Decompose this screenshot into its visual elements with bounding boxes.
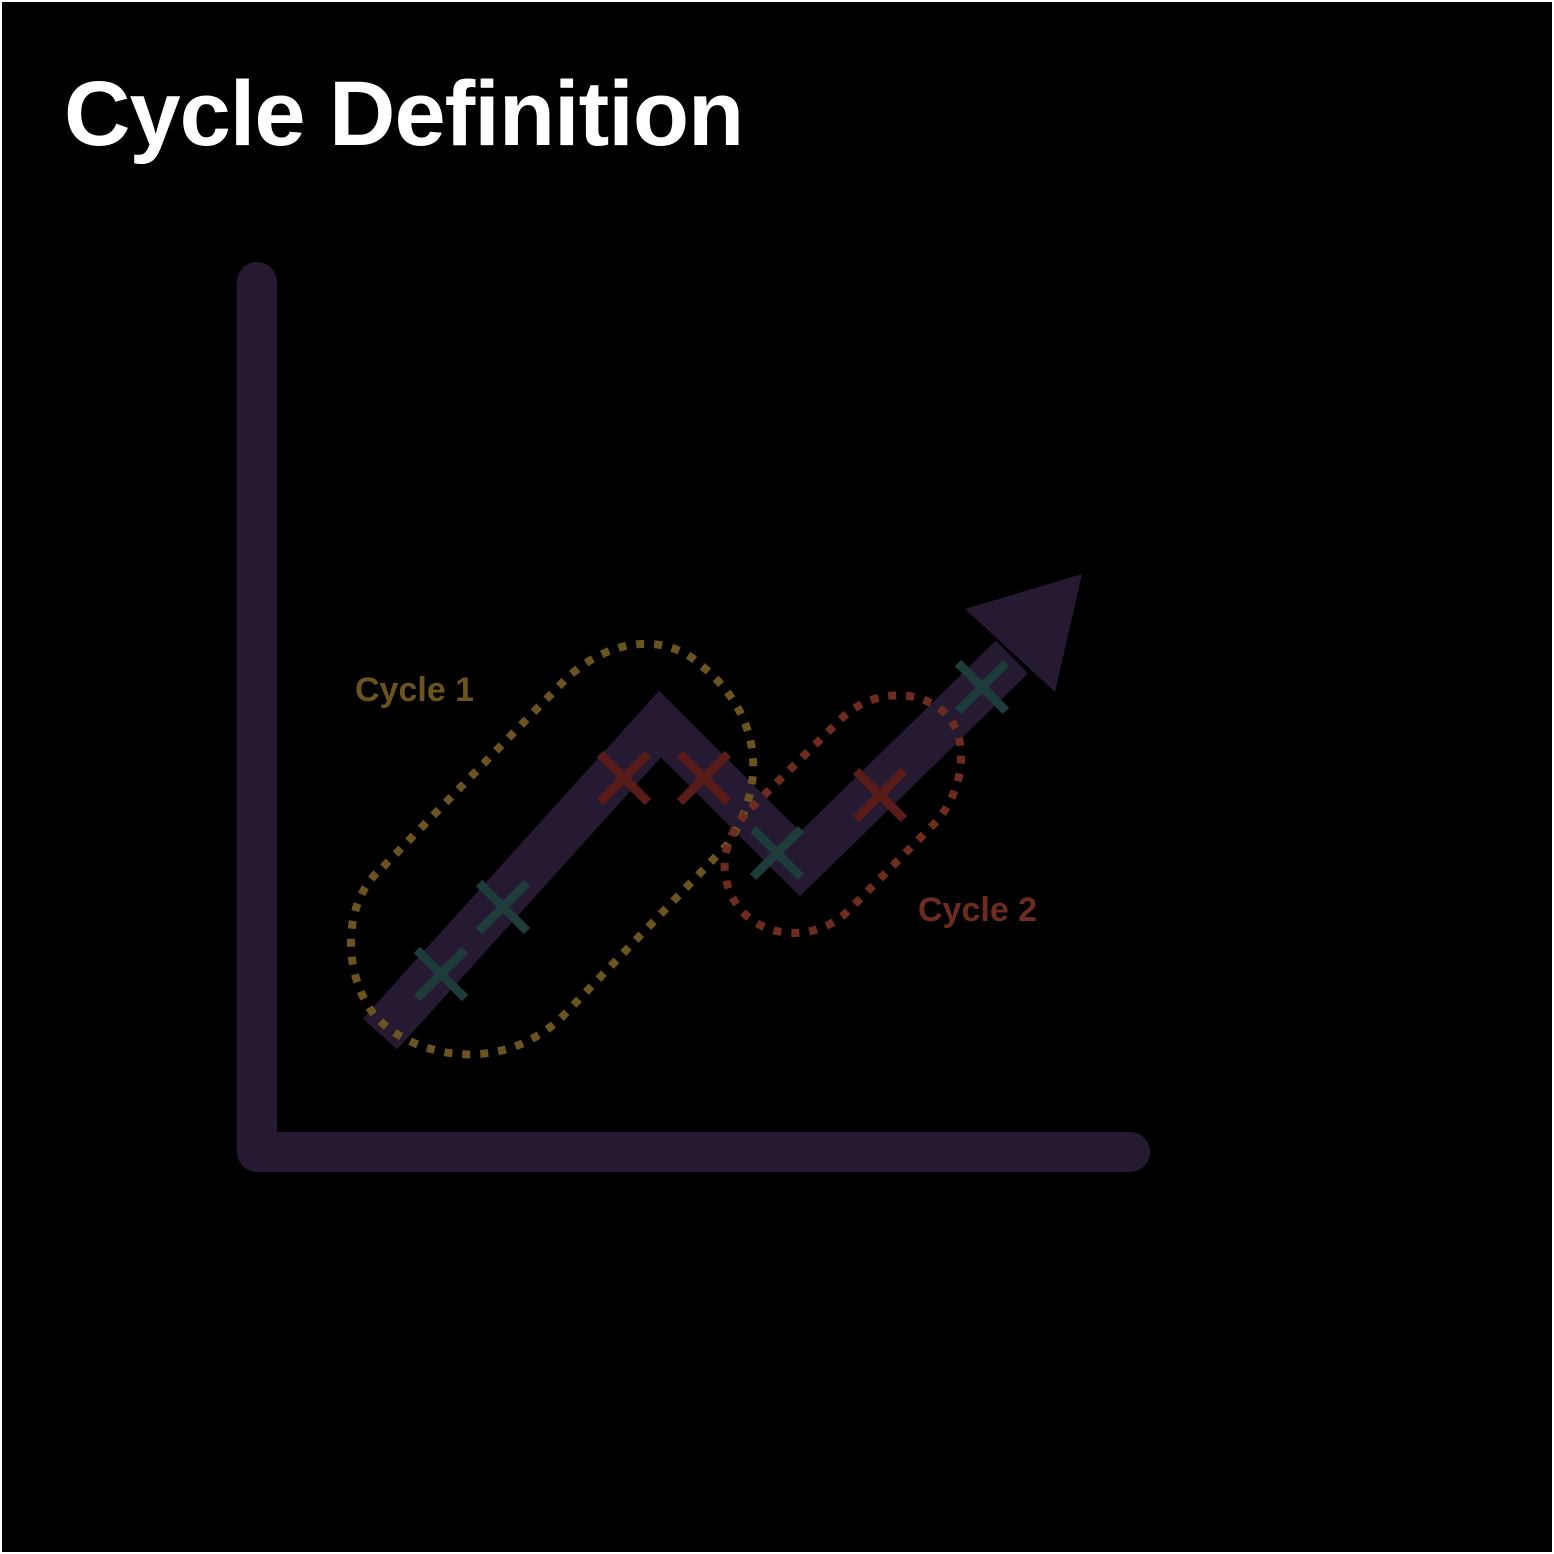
page-title: Cycle Definition [64, 63, 744, 165]
markers [413, 659, 1010, 1002]
axes [237, 262, 1150, 1172]
x-marker-icon [676, 750, 732, 806]
arrow-head-icon [965, 574, 1082, 692]
trend-line [362, 640, 1029, 1050]
x-marker-icon [852, 767, 908, 823]
cycle-2-label: Cycle 2 [918, 891, 1037, 929]
cycle-1-label: Cycle 1 [355, 671, 474, 709]
cycle-1-outline [347, 639, 758, 1059]
x-marker-icon [596, 750, 652, 806]
cycle-2-outline [720, 691, 966, 937]
x-marker-icon [954, 659, 1010, 715]
x-marker-icon [475, 879, 531, 935]
x-marker-icon [413, 946, 469, 1002]
x-marker-icon [749, 825, 805, 881]
